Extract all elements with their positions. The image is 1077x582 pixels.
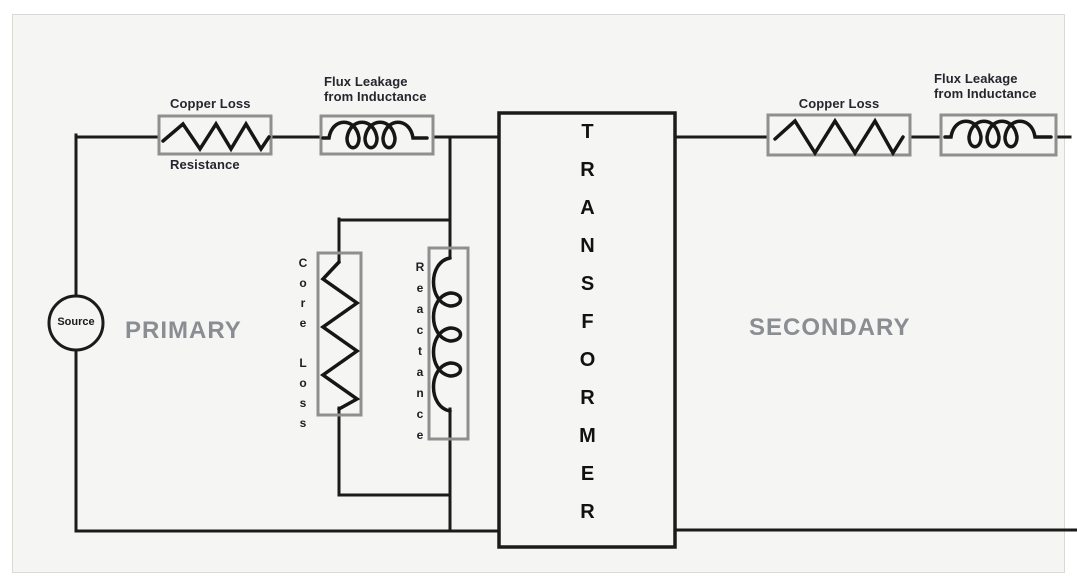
core-loss-label: Core Loss (296, 256, 310, 436)
secondary-copper-loss-label: Copper Loss (798, 96, 880, 111)
primary-resistance-label: Resistance (170, 157, 240, 172)
secondary-region-label: SECONDARY (749, 314, 911, 341)
secondary-resistor-box (766, 113, 912, 157)
wire-source-bottom (74, 347, 502, 533)
circuit-diagram: Copper Loss Resistance Flux Leakage from… (12, 14, 1077, 573)
secondary-resistor-icon (773, 117, 905, 157)
primary-flux-leakage-label: Flux Leakage from Inductance (324, 74, 427, 104)
coreloss-resistor-icon (319, 260, 361, 411)
primary-resistor-icon (161, 120, 271, 153)
wire-coreloss-bottom (337, 406, 452, 497)
primary-inductor-box (319, 114, 435, 156)
primary-inductor-icon (321, 120, 429, 150)
transformer-block (497, 111, 677, 549)
coreloss-resistor-box (316, 251, 363, 417)
circuit-artwork (47, 111, 1077, 549)
secondary-inductor-box (939, 113, 1058, 157)
secondary-flux-leakage-label: Flux Leakage from Inductance (934, 71, 1037, 101)
primary-copper-loss-label: Copper Loss (170, 96, 251, 111)
transformer-label-container: TRANSFORMER (499, 113, 675, 547)
source-label: Source (57, 316, 95, 328)
source-icon (47, 294, 105, 352)
wires (74, 133, 1077, 533)
component-symbols (161, 117, 1053, 413)
reactance-inductor-icon (431, 256, 463, 413)
primary-region-label: PRIMARY (125, 317, 242, 344)
primary-resistor-box (157, 114, 273, 156)
reactance-inductor-box (427, 246, 470, 441)
secondary-inductor-icon (943, 119, 1053, 149)
reactance-label: Reactance (413, 260, 427, 449)
transformer-label: TRANSFORMER (576, 121, 599, 539)
component-boxes (157, 113, 1058, 441)
